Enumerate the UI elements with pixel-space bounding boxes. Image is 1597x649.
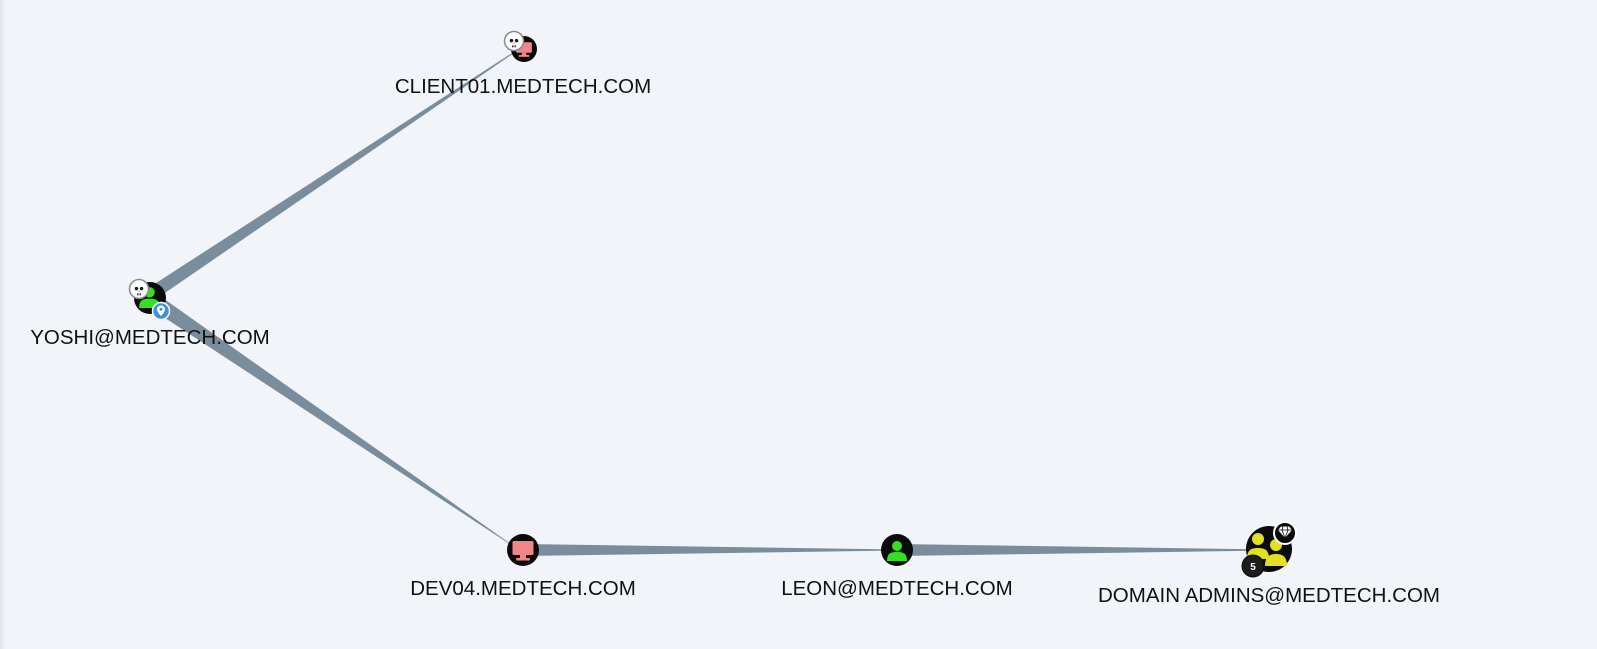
edges	[146, 48, 1269, 556]
start-node-badge	[151, 301, 171, 321]
graph-edge[interactable]	[523, 544, 896, 556]
node-leon[interactable]: LEON@MEDTECH.COM	[781, 534, 1013, 600]
canvas-edge-shade	[0, 0, 6, 649]
member-count-badge: 5	[1241, 554, 1265, 578]
node-label: LEON@MEDTECH.COM	[781, 577, 1013, 600]
graph-edge[interactable]	[146, 48, 520, 301]
map-pin-icon	[157, 305, 165, 316]
node-label: DOMAIN ADMINS@MEDTECH.COM	[1098, 584, 1440, 607]
high-value-badge	[1273, 521, 1297, 545]
diamond-icon	[1278, 526, 1292, 538]
node-domain-admins[interactable]: 5 DOMAIN ADMINS@MEDTECH.COM	[1098, 521, 1440, 607]
graph-edge[interactable]	[896, 544, 1269, 556]
node-client01[interactable]: CLIENT01.MEDTECH.COM	[395, 30, 651, 99]
node-dev04[interactable]: DEV04.MEDTECH.COM	[410, 534, 636, 600]
graph-edge[interactable]	[146, 292, 520, 551]
node-yoshi[interactable]: YOSHI@MEDTECH.COM	[30, 278, 270, 350]
node-label: YOSHI@MEDTECH.COM	[30, 326, 269, 349]
node-label: DEV04.MEDTECH.COM	[410, 577, 636, 600]
svg-text:5: 5	[1250, 562, 1256, 573]
node-label: CLIENT01.MEDTECH.COM	[395, 75, 651, 98]
